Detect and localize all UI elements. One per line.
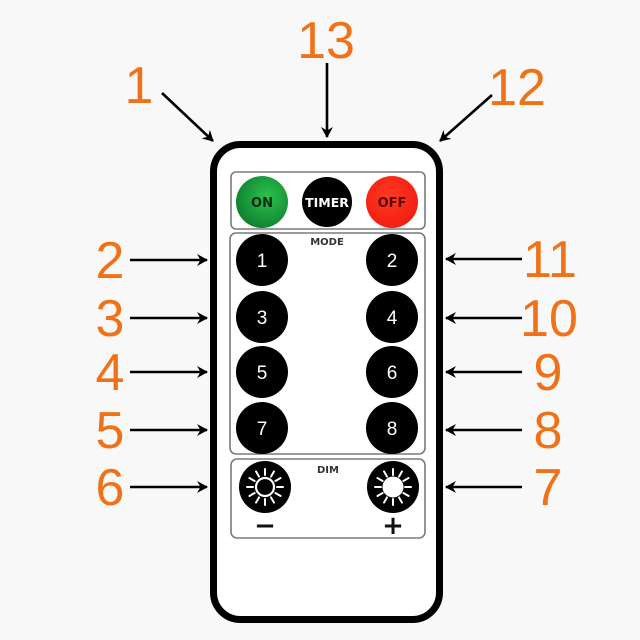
dim-title: DIM [317,465,339,476]
sun-ray [248,492,256,497]
sun-ray [402,492,410,497]
callout-label-left: 6 [96,459,125,517]
callout-label-top-center: 13 [297,12,355,70]
off-button-label: OFF [378,196,407,211]
callout-label-right: 8 [534,402,563,460]
mode-button-circle[interactable] [366,346,418,398]
sun-ray [248,477,256,482]
timer-button[interactable]: TIMER [302,177,352,227]
callout-label-right: 7 [534,459,563,517]
sun-core [382,476,404,498]
callout-label-right: 11 [523,231,577,289]
sun-ray [255,470,260,478]
sun-ray [274,477,282,482]
callout-label-top-right: 12 [488,59,546,117]
mode-panel [229,232,426,455]
mode-button-circle[interactable] [366,291,418,343]
callout-label-left: 3 [96,290,125,348]
off-button[interactable]: OFF [366,176,418,228]
on-button-label: ON [251,196,273,211]
dim-plus-label: + [382,511,404,541]
sun-ray [402,477,410,482]
mode-button-label: 8 [387,419,398,440]
sun-ray [376,477,384,482]
mode-button-label: 5 [257,363,268,384]
dim-down-circle[interactable] [239,461,291,513]
sun-core [254,476,276,498]
mode-button-circle[interactable] [366,402,418,454]
dim-up-button[interactable] [367,461,419,513]
on-button[interactable]: ON [236,176,288,228]
mode-button-8[interactable]: 8 [366,402,418,454]
arrow-top-left [161,92,214,142]
mode-button-4[interactable]: 4 [366,291,418,343]
mode-title: MODE [310,237,344,248]
sun-filled-icon [374,468,412,506]
mode-button-3[interactable]: 3 [236,291,288,343]
mode-button-2[interactable]: 2 [366,234,418,286]
mode-button-label: 4 [387,308,398,329]
mode-button-circle[interactable] [236,234,288,286]
sun-ray [255,496,260,504]
mode-button-label: 2 [387,251,398,272]
callout-label-top-left: 1 [125,57,154,115]
sun-ray [270,470,275,478]
sun-ray [376,492,384,497]
mode-button-circle[interactable] [236,291,288,343]
sun-ray [270,496,275,504]
timer-button-circle[interactable] [302,177,352,227]
arrow-top-right [439,94,493,142]
mode-button-label: 7 [257,419,268,440]
callout-label-right: 10 [520,290,578,348]
sun-ray [274,492,282,497]
sun-outline-icon [246,468,284,506]
dim-down-button[interactable] [239,461,291,513]
sun-ray [383,496,388,504]
sun-ray [398,470,403,478]
mode-button-circle[interactable] [366,234,418,286]
on-button-circle[interactable] [236,176,288,228]
mode-button-label: 3 [257,308,268,329]
mode-button-7[interactable]: 7 [236,402,288,454]
dim-minus-label: − [254,511,276,541]
callout-label-left: 4 [96,344,125,402]
sun-ray [398,496,403,504]
mode-button-circle[interactable] [236,402,288,454]
mode-button-label: 1 [257,251,268,272]
mode-button-5[interactable]: 5 [236,346,288,398]
mode-button-6[interactable]: 6 [366,346,418,398]
callout-label-right: 9 [534,344,563,402]
timer-button-label: TIMER [305,195,349,210]
mode-button-circle[interactable] [236,346,288,398]
mode-button-1[interactable]: 1 [236,234,288,286]
sun-ray [383,470,388,478]
off-button-circle[interactable] [366,176,418,228]
callout-label-left: 5 [96,402,125,460]
mode-button-label: 6 [387,363,398,384]
callout-label-left: 2 [96,232,125,290]
